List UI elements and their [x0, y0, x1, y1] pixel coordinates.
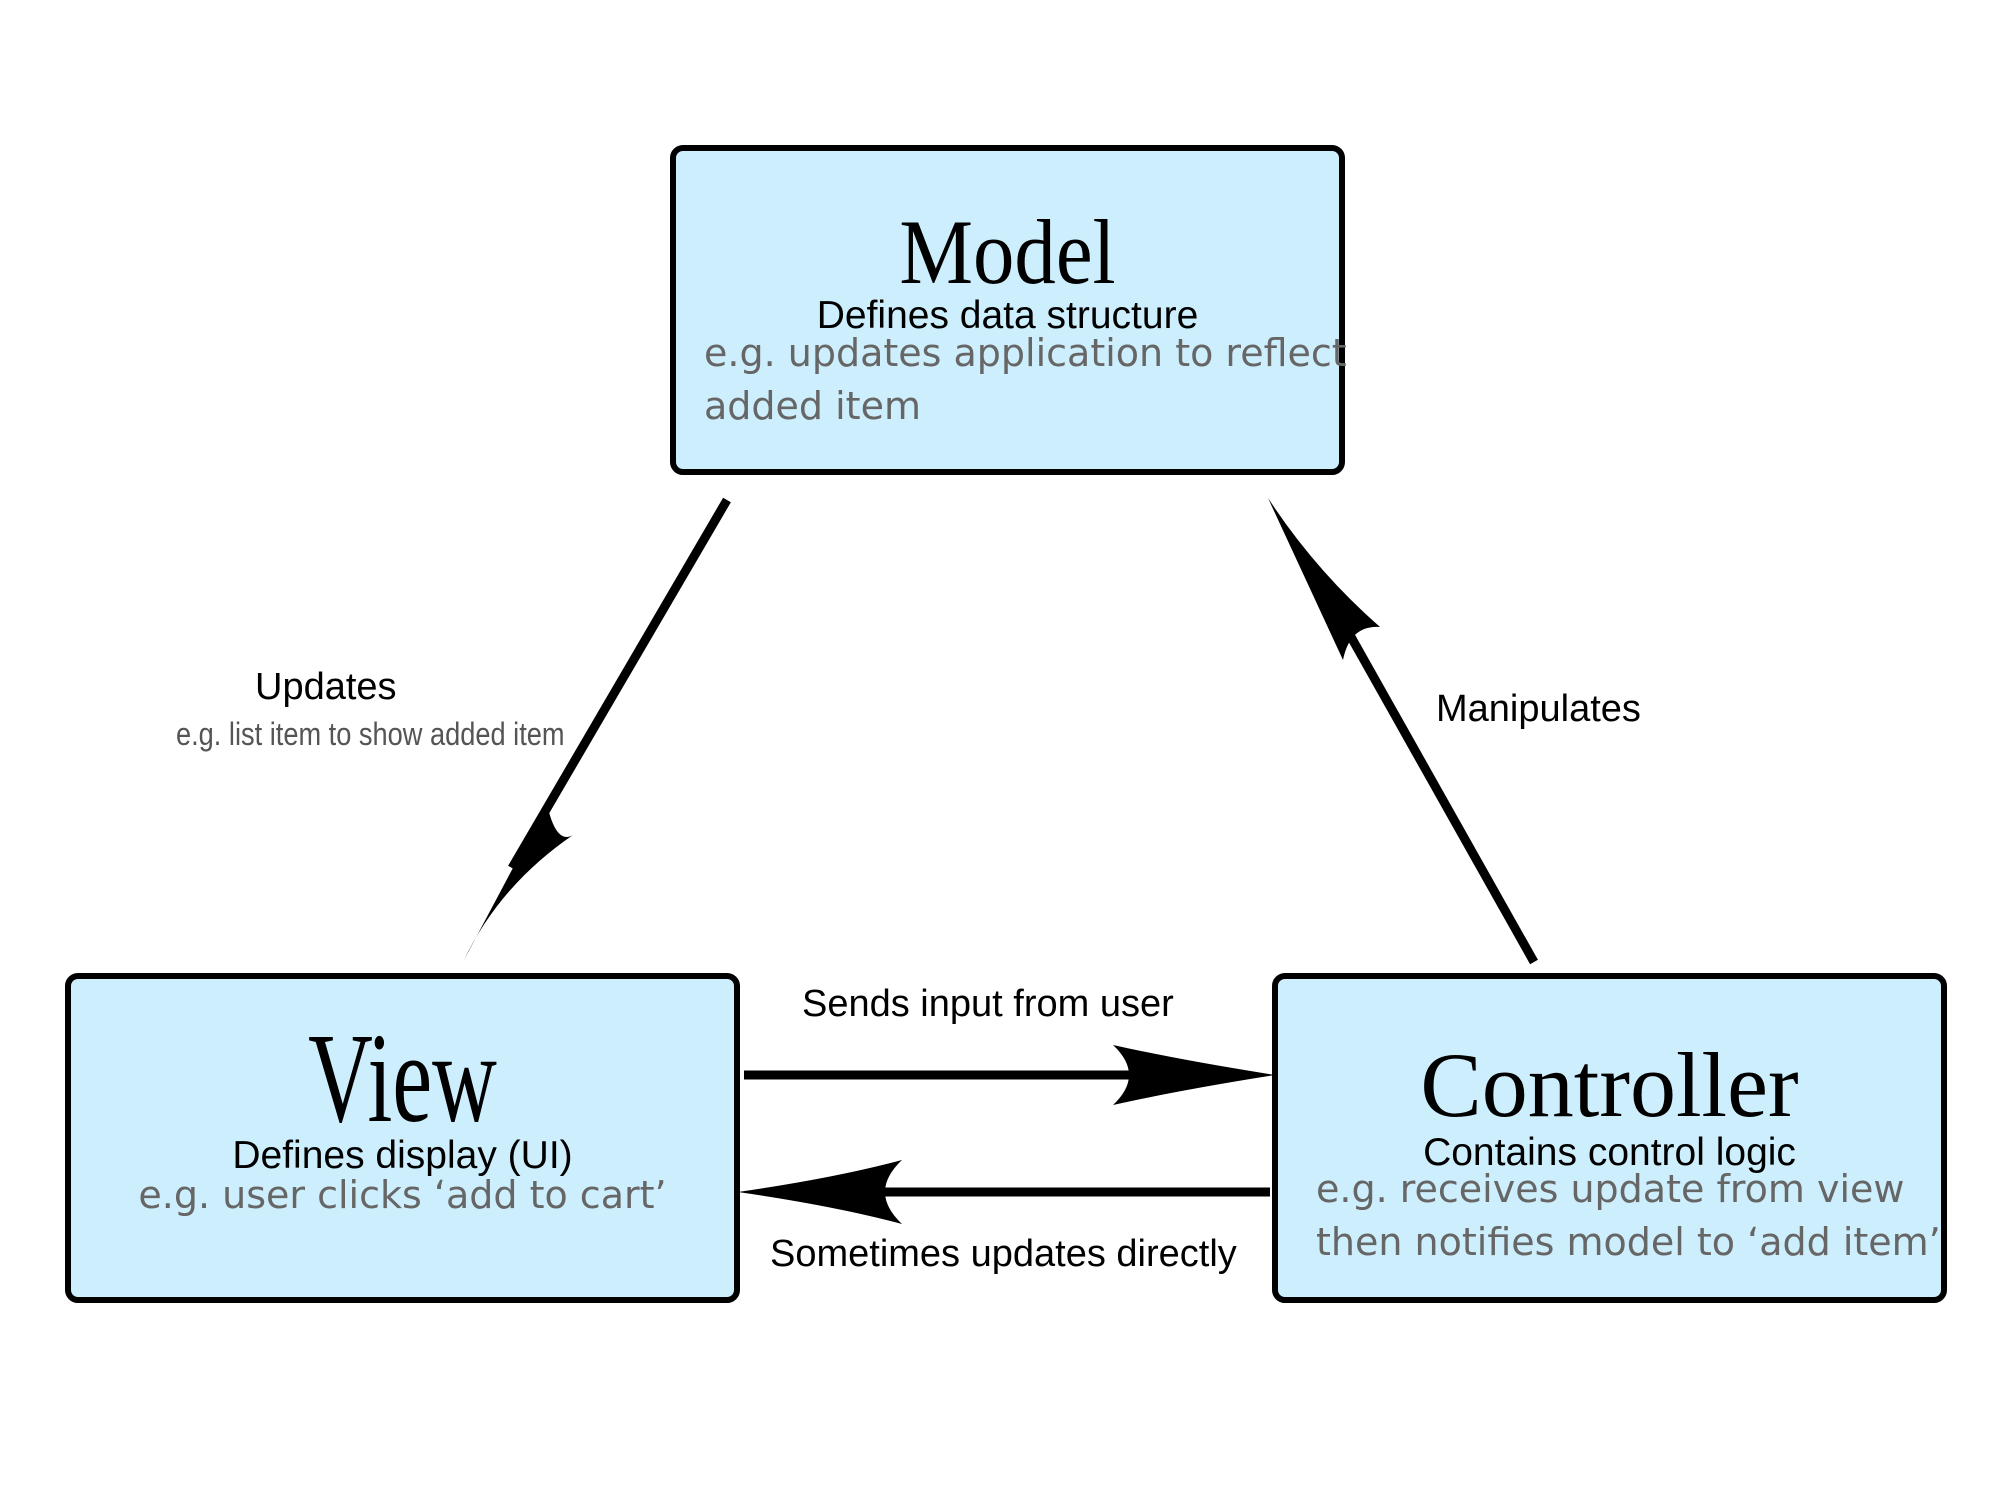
edge-label-sends-input: Sends input from user	[802, 983, 1174, 1025]
controller-example-line2: then notifies model to ‘add item’	[1316, 1220, 1941, 1264]
controller-box: Controller Contains control logic e.g. r…	[1272, 973, 1947, 1303]
model-title: Model	[899, 201, 1116, 303]
arrow-model-to-view	[464, 497, 731, 960]
controller-subtitle: Contains control logic	[1423, 1131, 1796, 1174]
view-title: View	[308, 1007, 497, 1149]
model-example-line2: added item	[704, 384, 921, 428]
view-subtitle: Defines display (UI)	[232, 1134, 573, 1177]
view-example: e.g. user clicks ‘add to cart’	[138, 1173, 667, 1217]
edge-sublabel-updates: e.g. list item to show added item	[176, 716, 565, 752]
edge-label-updates: Updates	[255, 666, 397, 708]
model-subtitle: Defines data structure	[816, 294, 1199, 337]
arrow-view-to-controller	[744, 1045, 1275, 1105]
model-box: Model Defines data structure e.g. update…	[670, 145, 1347, 475]
controller-example-line1: e.g. receives update from view	[1316, 1167, 1905, 1211]
arrow-controller-to-view	[738, 1160, 1270, 1224]
view-box: View Defines display (UI) e.g. user clic…	[65, 973, 740, 1303]
controller-title: Controller	[1420, 1034, 1799, 1136]
arrow-controller-to-model	[1268, 498, 1538, 965]
edge-label-manipulates: Manipulates	[1436, 688, 1641, 730]
model-example-line1: e.g. updates application to reflect	[704, 331, 1347, 375]
edge-label-sometimes-updates: Sometimes updates directly	[770, 1233, 1237, 1275]
